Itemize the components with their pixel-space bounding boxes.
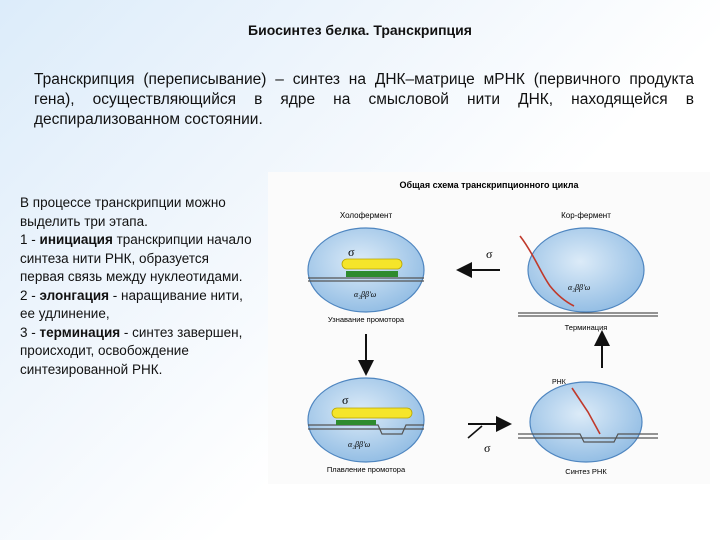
panel-promoter-melting: σ α₂ββ'ω Плавление промотора: [308, 378, 424, 474]
promoter-region: [336, 420, 376, 425]
sigma-exit-line: [468, 426, 482, 438]
stage-term: инициация: [40, 232, 113, 247]
transcription-cycle-diagram: Общая схема транскрипционного цикла Холо…: [268, 172, 710, 484]
stage-number: 3 -: [20, 325, 40, 340]
stage-item: 2 - элонгация - наращивание нити, ее удл…: [20, 287, 252, 324]
sigma-factor-shape: [342, 259, 402, 269]
rna-label: РНК: [552, 379, 567, 386]
sigma-release-label: σ: [486, 247, 493, 261]
panel-label-termination: Терминация: [565, 323, 608, 332]
stage-item: 3 - терминация - синтез завершен, происх…: [20, 324, 252, 380]
panel-promoter-recognition: σ α₂ββ'ω Узнавание промотора: [308, 228, 424, 324]
core-enzyme-cell: [528, 228, 644, 312]
panel-rna-synthesis: РНК Синтез РНК: [518, 379, 658, 476]
holoenzyme-cell: [308, 228, 424, 312]
stage-term: терминация: [40, 325, 121, 340]
sigma-label: σ: [342, 393, 349, 407]
core-enzyme-cell: [530, 382, 642, 462]
panel-termination: α₂ββ'ω Терминация: [518, 228, 658, 332]
stage-number: 2 -: [20, 288, 40, 303]
subunits-label: α₂ββ'ω: [348, 440, 371, 449]
stages-list: В процессе транскрипции можно выделить т…: [20, 194, 252, 379]
sigma-exit-label: σ: [484, 441, 491, 455]
stage-item: 1 - инициация транскрипции начало синтез…: [20, 231, 252, 287]
sigma-factor-shape: [332, 408, 412, 418]
core-enzyme-label: Кор-фермент: [561, 211, 611, 220]
panel-label-recognition: Узнавание промотора: [328, 315, 405, 324]
subunits-label: α₂ββ'ω: [354, 290, 377, 299]
stages-lead: В процессе транскрипции можно выделить т…: [20, 194, 252, 231]
stage-term: элонгация: [40, 288, 110, 303]
promoter-region: [346, 271, 398, 277]
holoenzyme-label: Холофермент: [340, 211, 393, 220]
sigma-label: σ: [348, 245, 355, 259]
diagram-title: Общая схема транскрипционного цикла: [400, 180, 580, 190]
stage-number: 1 -: [20, 232, 40, 247]
panel-label-synthesis: Синтез РНК: [565, 467, 607, 476]
page-title: Биосинтез белка. Транскрипция: [0, 22, 720, 38]
subunits-label: α₂ββ'ω: [568, 283, 591, 292]
intro-paragraph: Транскрипция (переписывание) – синтез на…: [34, 70, 694, 130]
panel-label-melting: Плавление промотора: [327, 465, 406, 474]
